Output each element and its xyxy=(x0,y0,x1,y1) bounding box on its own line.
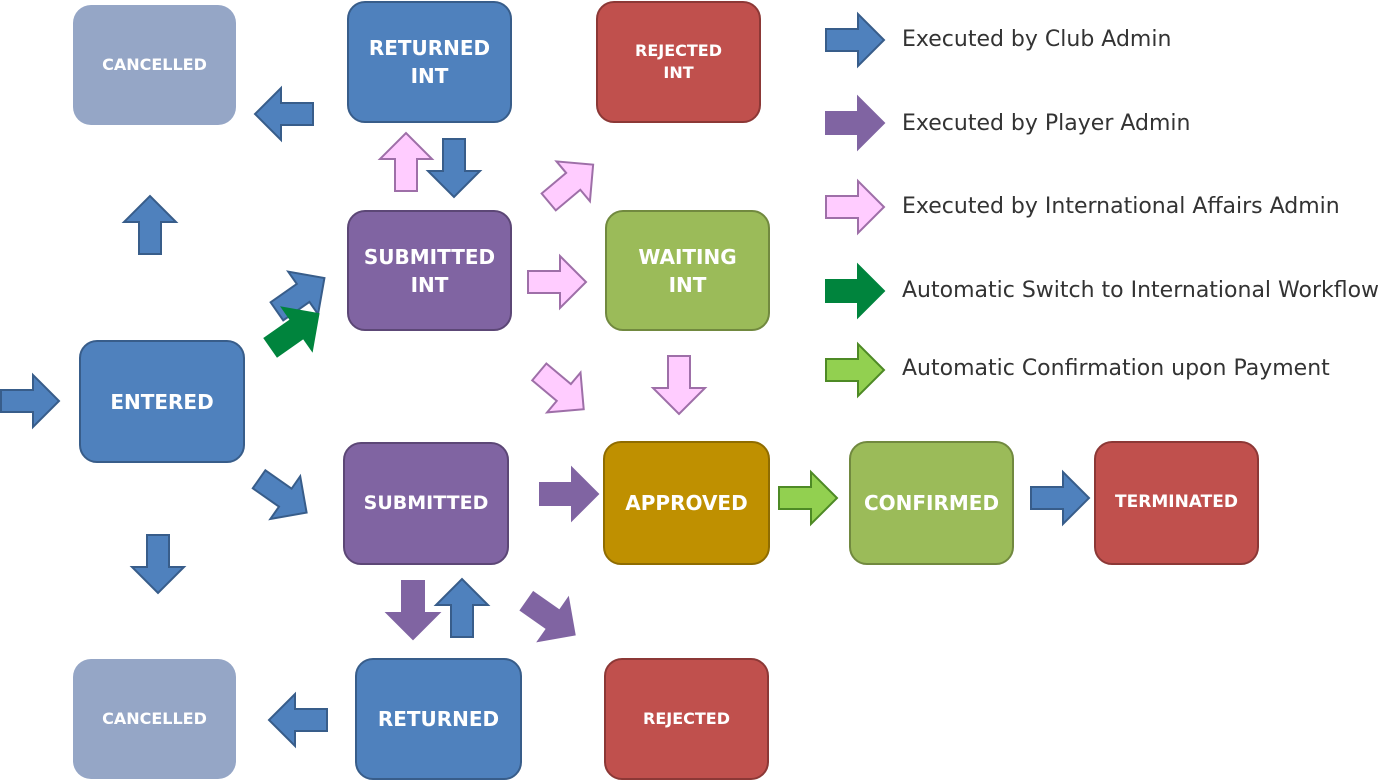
light-green-arrow-icon xyxy=(825,343,885,397)
state-cancelled-bottom: CANCELLED xyxy=(73,659,236,779)
submitted-int-to-returned-int-arrow xyxy=(379,132,433,192)
returned-int-to-submitted-int-arrow xyxy=(427,138,481,198)
blue-arrow-icon xyxy=(825,13,885,67)
state-label: RETURNED xyxy=(368,36,491,60)
state-label-suffix: INT xyxy=(410,272,449,297)
waiting-int-to-approved-arrow xyxy=(652,355,706,415)
state-label: CANCELLED xyxy=(102,54,207,74)
state-entered: ENTERED xyxy=(79,340,245,463)
submitted-to-returned-arrow xyxy=(386,580,440,640)
state-approved: APPROVED xyxy=(603,441,770,565)
legend-label-player-admin: Executed by Player Admin xyxy=(902,111,1191,136)
state-label: SUBMITTED xyxy=(363,492,489,515)
entered-to-submitted-arrow xyxy=(243,457,323,535)
returned-to-submitted-arrow xyxy=(435,578,489,638)
state-submitted: SUBMITTED xyxy=(343,442,509,565)
state-confirmed: CONFIRMED xyxy=(849,441,1014,565)
returned-int-to-cancelled-arrow xyxy=(254,87,314,141)
entered-to-cancelled-bottom-arrow xyxy=(131,534,185,594)
state-label: ENTERED xyxy=(110,389,214,414)
entry-arrow xyxy=(0,374,60,428)
pink-arrow-icon xyxy=(825,180,885,234)
dark-green-arrow-icon xyxy=(825,264,885,318)
state-cancelled-top: CANCELLED xyxy=(73,5,236,125)
state-rejected: REJECTED xyxy=(604,658,769,780)
state-label: CANCELLED xyxy=(102,708,207,728)
submitted-int-to-waiting-int-arrow xyxy=(527,255,587,309)
state-rejected-int: REJECTED INT xyxy=(596,1,761,123)
legend-label-club-admin: Executed by Club Admin xyxy=(902,27,1172,52)
state-label: WAITING xyxy=(638,244,737,269)
legend-label-automatic-confirmation: Automatic Confirmation upon Payment xyxy=(902,356,1330,381)
legend-label-international-affairs-admin: Executed by International Affairs Admin xyxy=(902,194,1340,219)
state-label: APPROVED xyxy=(625,491,748,515)
state-label: REJECTED xyxy=(643,708,730,728)
state-label: REJECTED xyxy=(635,40,722,60)
submitted-int-to-rejected-int-arrow xyxy=(531,143,611,223)
submitted-int-to-approved-arrow xyxy=(521,351,602,431)
state-label-suffix: INT xyxy=(410,64,449,88)
state-label: CONFIRMED xyxy=(863,491,1000,515)
state-label: TERMINATED xyxy=(1115,492,1238,513)
entered-to-cancelled-arrow xyxy=(123,195,177,255)
legend-label-automatic-switch: Automatic Switch to International Workfl… xyxy=(902,278,1380,303)
returned-to-cancelled-arrow xyxy=(268,693,328,747)
state-label: SUBMITTED xyxy=(363,244,496,269)
approved-to-confirmed-arrow xyxy=(778,471,838,525)
state-waiting-int: WAITING INT xyxy=(605,210,770,331)
state-label-suffix: INT xyxy=(668,272,707,297)
state-terminated: TERMINATED xyxy=(1094,441,1259,565)
state-label-suffix: INT xyxy=(663,63,694,82)
state-returned: RETURNED xyxy=(355,658,522,780)
submitted-to-rejected-arrow xyxy=(511,579,591,657)
state-label: RETURNED xyxy=(377,707,500,731)
submitted-to-approved-arrow xyxy=(539,467,599,521)
purple-arrow-icon xyxy=(825,96,885,150)
state-returned-int: RETURNED INT xyxy=(347,1,512,123)
confirmed-to-terminated-arrow xyxy=(1030,471,1090,525)
state-submitted-int: SUBMITTED INT xyxy=(347,210,512,331)
